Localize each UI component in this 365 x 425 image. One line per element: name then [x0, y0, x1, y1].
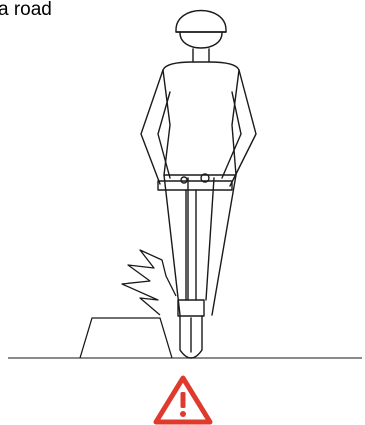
scooter-brake-lever [181, 177, 187, 183]
impact-burst-icon [122, 250, 176, 315]
scooter-handlebar [158, 181, 232, 190]
obstacle-curb [80, 318, 172, 358]
rider-face [180, 33, 222, 48]
warning-triangle-icon [156, 378, 210, 422]
rider-left-leg [164, 175, 188, 315]
rider-right-leg [206, 175, 236, 315]
rider-figure [141, 11, 256, 316]
rider-torso [163, 62, 239, 175]
scooter-front-fender [178, 300, 204, 316]
rider-helmet [176, 11, 226, 33]
rider-right-arm [222, 70, 256, 186]
